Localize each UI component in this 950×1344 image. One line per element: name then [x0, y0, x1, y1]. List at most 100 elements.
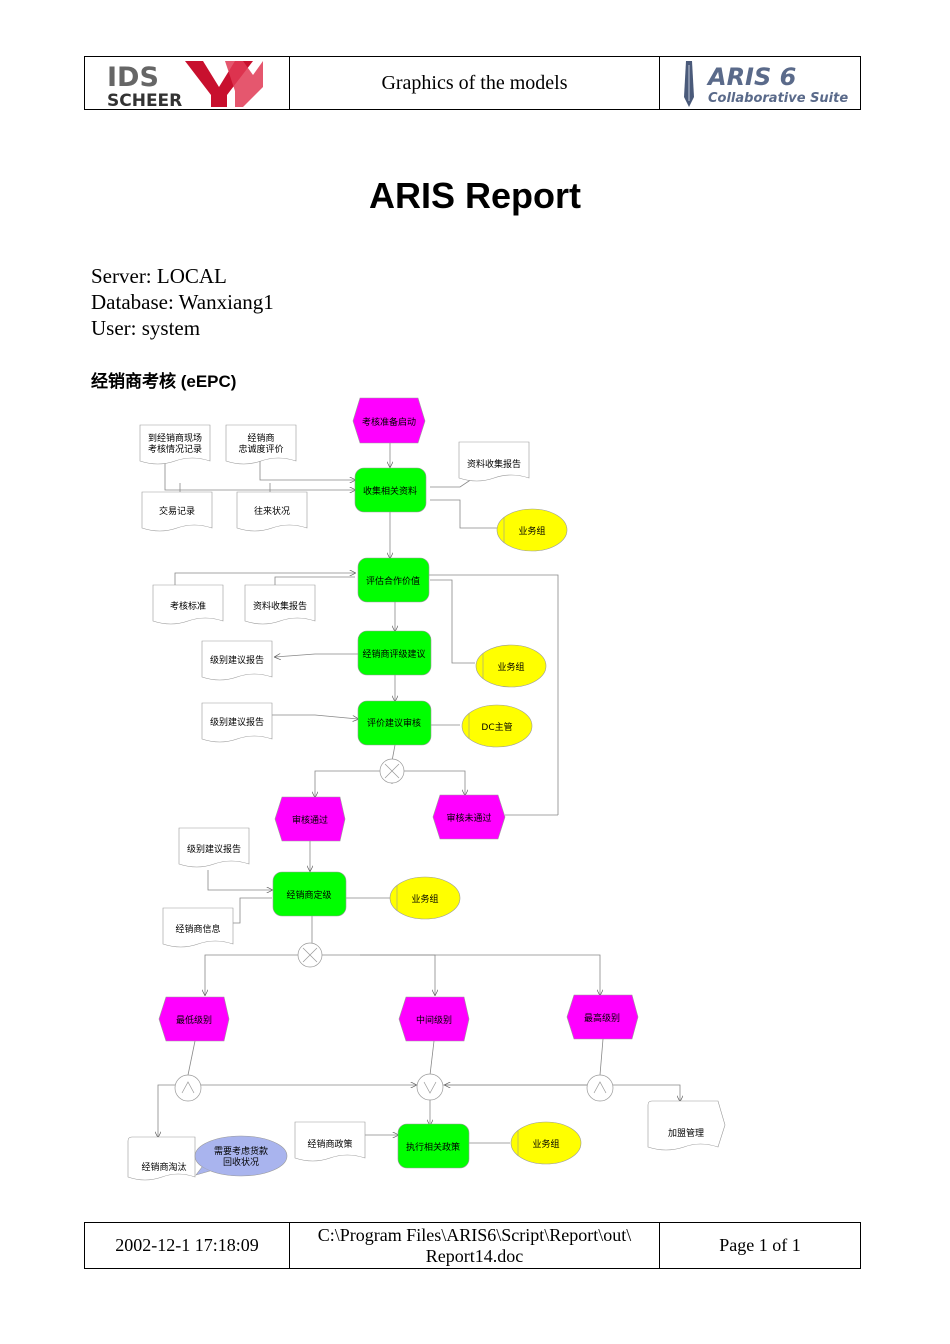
svg-text:最高级别: 最高级别	[584, 1012, 620, 1024]
or-operator-icon	[416, 1073, 444, 1101]
svg-text:业务组: 业务组	[518, 525, 545, 537]
svg-text:DC主管: DC主管	[481, 721, 512, 733]
xor-operator-icon	[379, 758, 405, 784]
aris-logo-graphic: ARIS 6 Collaborative Suite	[684, 61, 848, 107]
doc-visit-record	[139, 424, 211, 465]
svg-text:业务组: 业务组	[411, 893, 438, 905]
aris-logo-title: ARIS 6	[706, 63, 796, 91]
logo-scheer-text: SCHEER	[107, 91, 182, 109]
footer-path-line1: C:\Program Files\ARIS6\Script\Report\out…	[317, 1224, 632, 1245]
doc-visit-record-line2: 考核情况记录	[148, 443, 202, 455]
ids-scheer-logo-graphic: IDS SCHEER	[107, 61, 263, 111]
doc-eliminate	[127, 1136, 196, 1181]
doc-level-report2	[201, 702, 273, 743]
event-approved: 审核通过	[274, 796, 346, 842]
event-rejected: 审核未通过	[432, 794, 506, 840]
connectors	[158, 443, 680, 1144]
doc-level-report1-label: 级别建议报告	[210, 654, 264, 666]
doc-visit-record-line1: 到经销商现场	[148, 432, 202, 444]
logo-y-mark-shadow	[225, 61, 263, 107]
xor-operator-icon	[297, 942, 323, 968]
and-operator-icon	[174, 1074, 202, 1102]
org-unit-group1: 业务组	[496, 508, 568, 552]
doc-level-report1	[201, 640, 273, 681]
svg-text:业务组: 业务组	[532, 1138, 559, 1150]
documents	[127, 424, 726, 1181]
org-unit-dc: DC主管	[461, 704, 533, 748]
doc-criteria	[152, 584, 224, 625]
note-bubble: 需要考虑货款 回收状况	[194, 1135, 288, 1177]
doc-eliminate-label: 经销商淘汰	[141, 1161, 186, 1173]
svg-text:经销商评级建议: 经销商评级建议	[362, 648, 425, 660]
report-info: Server: LOCAL Database: Wanxiang1 User: …	[91, 263, 274, 341]
svg-text:审核通过: 审核通过	[292, 814, 328, 826]
doc-criteria-label: 考核标准	[170, 600, 206, 612]
operators	[174, 758, 614, 1102]
ids-scheer-logo: IDS SCHEER	[85, 57, 290, 111]
svg-text:执行相关政策: 执行相关政策	[406, 1141, 460, 1153]
doc-collect-report	[458, 441, 530, 482]
org-unit-group2: 业务组	[475, 644, 547, 688]
model-title: 经销商考核 (eEPC)	[91, 372, 237, 391]
header-title: Graphics of the models	[290, 57, 660, 109]
database-line: Database: Wanxiang1	[91, 290, 274, 314]
and-operator-icon	[586, 1074, 614, 1102]
note-line1: 需要考虑货款	[214, 1145, 268, 1157]
svg-text:业务组: 业务组	[497, 661, 524, 673]
report-title: ARIS Report	[368, 175, 581, 216]
doc-transactions	[141, 491, 213, 532]
doc-loyalty-line1: 经销商	[247, 432, 274, 444]
doc-collect-report2-label: 资料收集报告	[253, 600, 307, 612]
page-footer: 2002-12-1 17:18:09 C:\Program Files\ARIS…	[84, 1222, 861, 1269]
footer-path: C:\Program Files\ARIS6\Script\Report\out…	[290, 1223, 660, 1268]
event-highest: 最高级别	[566, 994, 639, 1040]
svg-text:中间级别: 中间级别	[416, 1014, 452, 1026]
server-line: Server: LOCAL	[91, 264, 227, 288]
svg-text:审核未通过: 审核未通过	[446, 812, 491, 824]
doc-dealings-label: 往来状况	[254, 505, 290, 517]
function-review: 评价建议审核	[357, 700, 432, 746]
svg-text:考核准备启动: 考核准备启动	[362, 416, 416, 428]
footer-page: Page 1 of 1	[719, 1235, 801, 1255]
footer-date: 2002-12-1 17:18:09	[85, 1223, 290, 1268]
function-evaluate: 评估合作价值	[357, 557, 430, 603]
doc-collect-report2	[244, 584, 316, 625]
svg-text:评价建议审核: 评价建议审核	[367, 717, 421, 729]
note-line2: 回收状况	[223, 1156, 259, 1168]
svg-text:评估合作价值: 评估合作价值	[366, 575, 420, 587]
page-header: IDS SCHEER Graphics of the models ARIS 6…	[84, 56, 861, 111]
svg-text:收集相关资料: 收集相关资料	[363, 485, 417, 497]
function-collect: 收集相关资料	[354, 467, 427, 513]
doc-dealer-info-label: 经销商信息	[175, 923, 220, 935]
svg-text:经销商定级: 经销商定级	[286, 889, 331, 901]
doc-loyalty-line2: 忠诚度评价	[238, 443, 283, 455]
doc-collect-report-label: 资料收集报告	[467, 458, 521, 470]
doc-transactions-label: 交易记录	[159, 505, 195, 517]
logo-ids-text: IDS	[107, 62, 159, 93]
user-line: User: system	[91, 316, 201, 340]
epc-diagram-canvas: 考核准备启动 审核通过 审核未通过 最低级别 中间级别 最高级别 收集相关资料 …	[127, 397, 726, 1181]
function-grading: 经销商定级	[272, 871, 347, 917]
footer-path-line2: Report14.doc	[425, 1245, 524, 1266]
event-lowest: 最低级别	[158, 996, 230, 1042]
org-unit-group3: 业务组	[389, 876, 461, 920]
epc-diagram: 考核准备启动 审核通过 审核未通过 最低级别 中间级别 最高级别 收集相关资料 …	[100, 395, 750, 1200]
doc-franchise-label: 加盟管理	[668, 1127, 704, 1139]
doc-dealings	[236, 491, 308, 532]
doc-dealer-policy	[294, 1121, 366, 1162]
org-unit-group4: 业务组	[510, 1121, 582, 1165]
event-middle: 中间级别	[398, 996, 470, 1042]
doc-level-report3-label: 级别建议报告	[187, 843, 241, 855]
aris-logo-subtitle: Collaborative Suite	[708, 91, 848, 106]
doc-loyalty	[225, 424, 297, 465]
function-rating: 经销商评级建议	[357, 630, 432, 676]
doc-level-report3	[178, 827, 250, 868]
doc-dealer-policy-label: 经销商政策	[307, 1138, 352, 1150]
aris-logo: ARIS 6 Collaborative Suite	[660, 57, 860, 109]
function-execute: 执行相关政策	[397, 1123, 470, 1169]
svg-text:最低级别: 最低级别	[176, 1014, 212, 1026]
event-start: 考核准备启动	[352, 397, 426, 444]
doc-dealer-info	[162, 907, 234, 948]
doc-level-report2-label: 级别建议报告	[210, 716, 264, 728]
doc-franchise	[647, 1100, 726, 1151]
